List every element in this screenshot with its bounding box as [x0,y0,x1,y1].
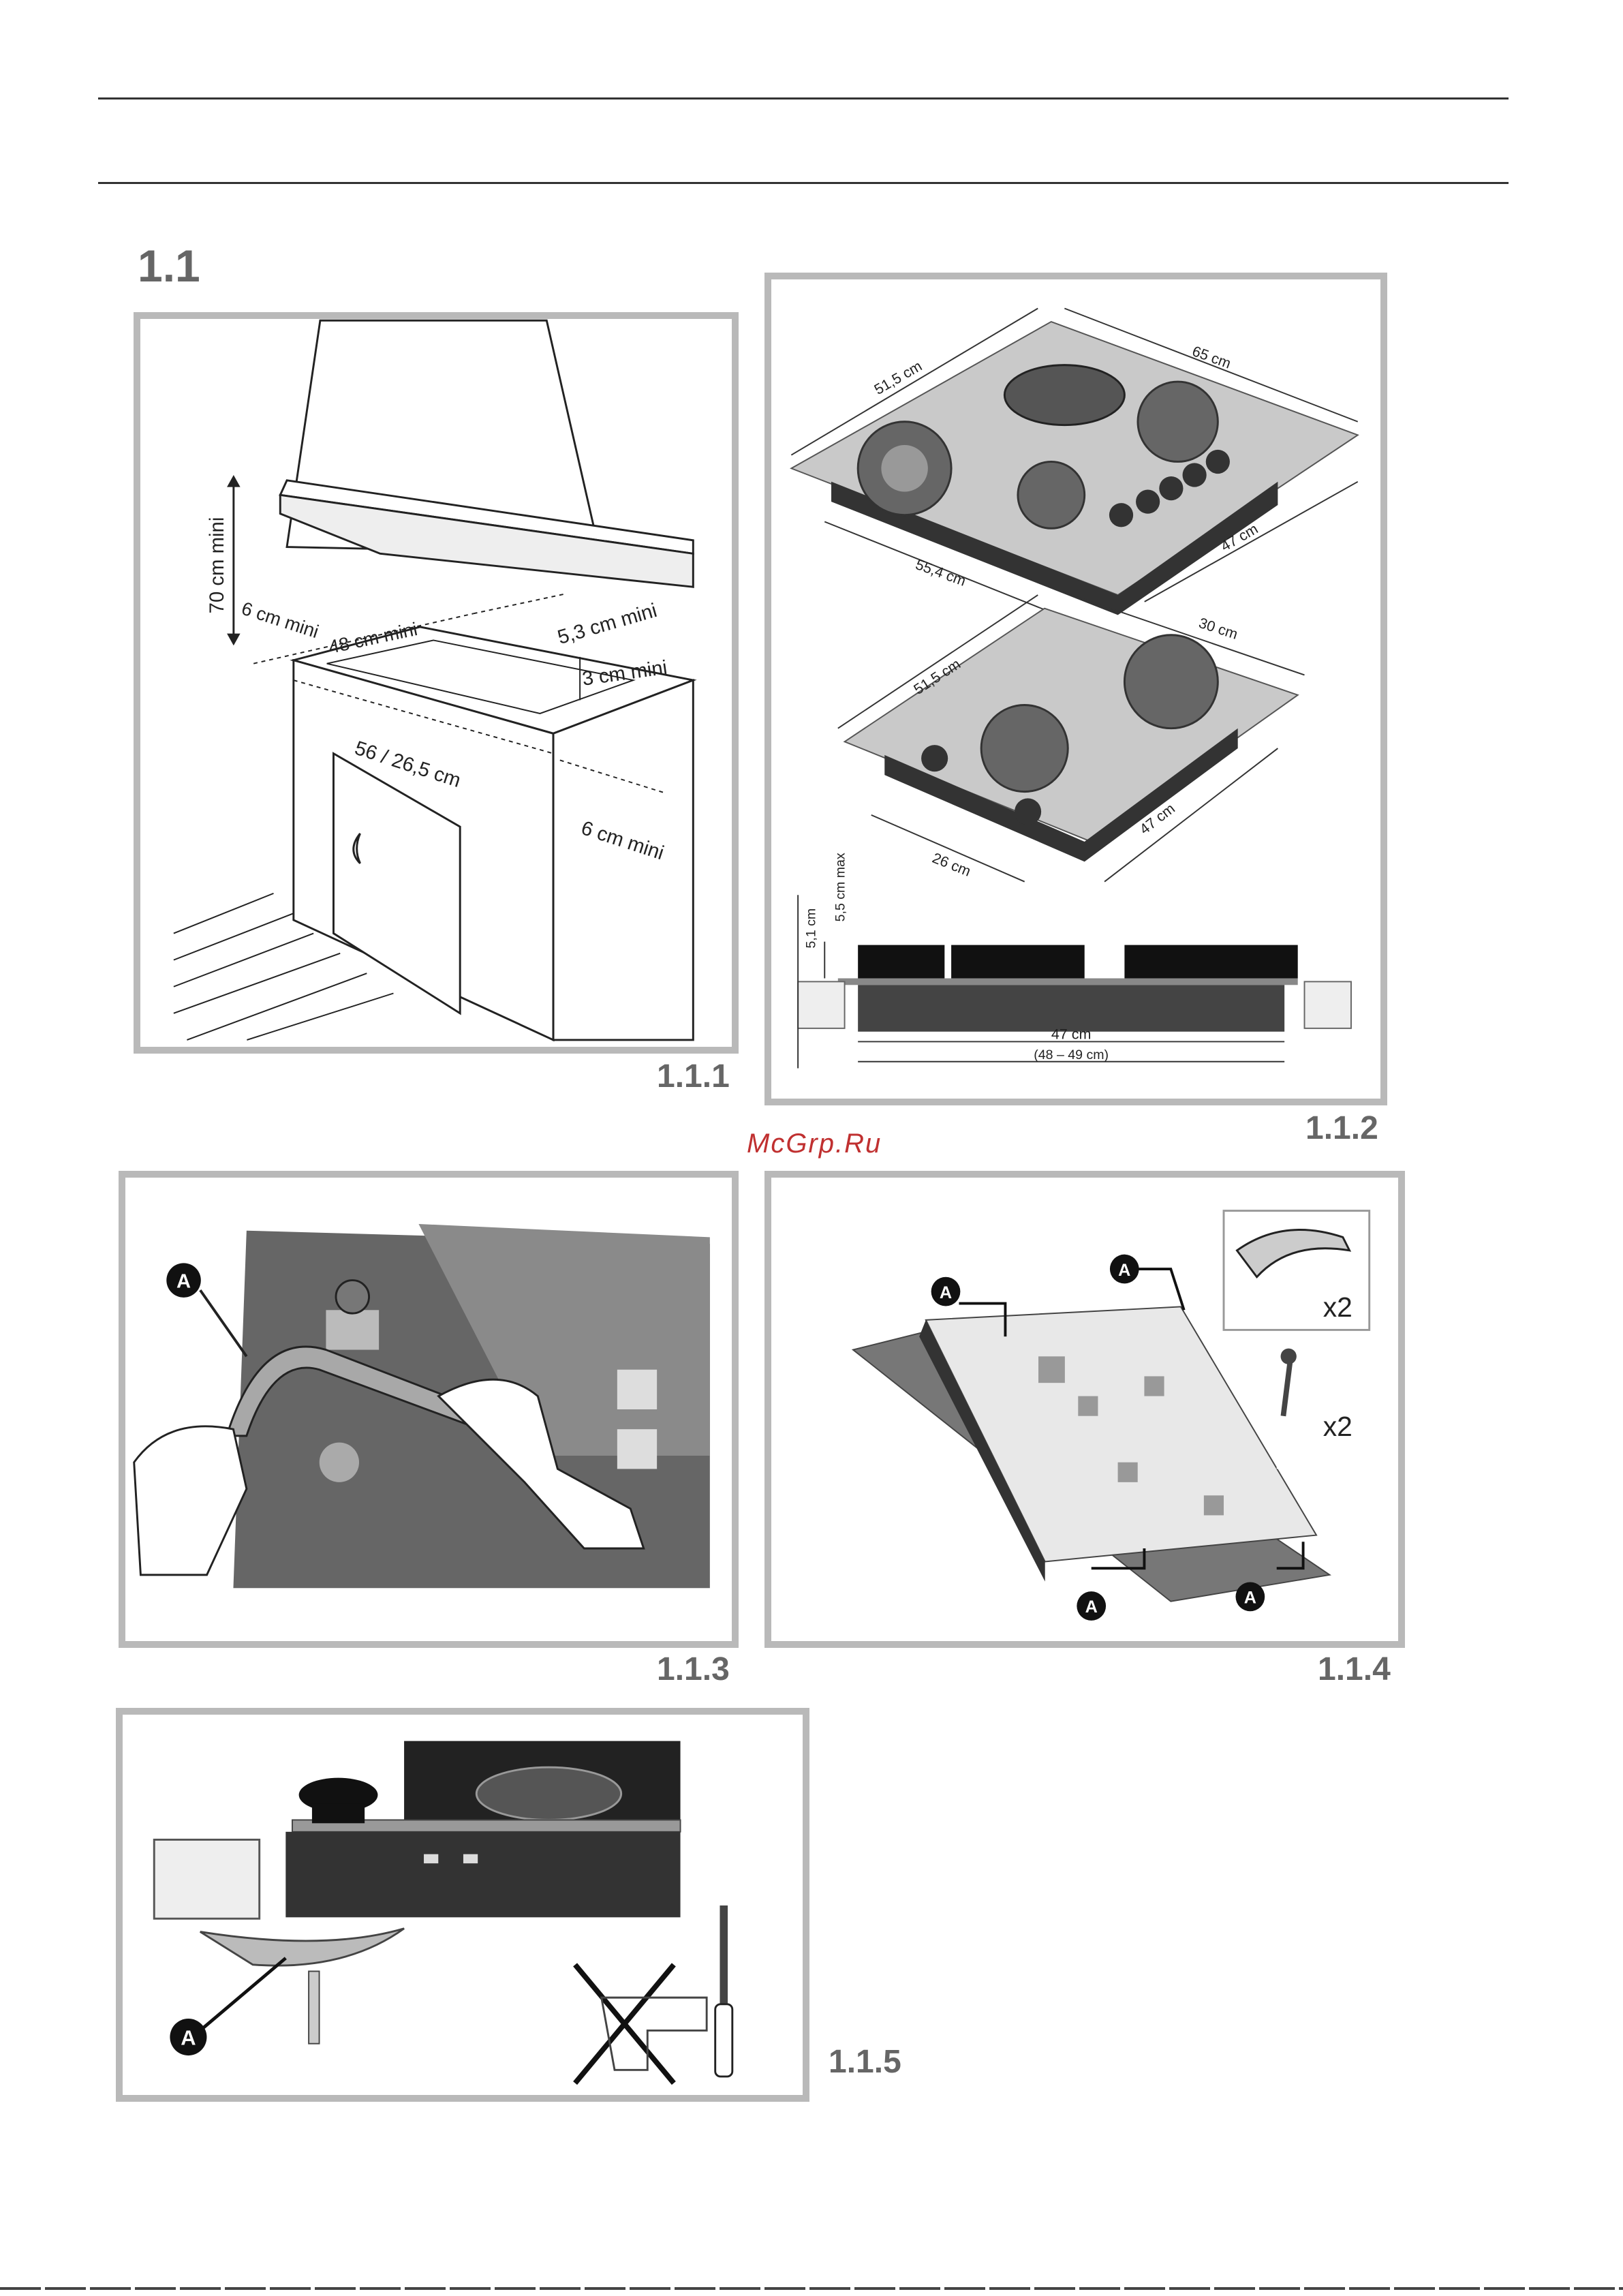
screw [309,1972,319,2044]
callout-a-4: A [1244,1589,1256,1608]
watermark: McGrp.Ru [747,1129,882,1159]
callout-a: A [176,1270,191,1292]
screw-icon [1281,1349,1297,1364]
dim-side-left: 6 cm mini [239,598,322,643]
callout-a: A [181,2026,196,2050]
dim-bottom-range: (48 – 49 cm) [1034,1047,1109,1062]
figure-1-1-5: A [116,1708,809,2102]
dim-top-cutout-w: 55,4 cm [914,556,968,590]
no-drill-icon [575,1965,674,2083]
callout-a-2: A [1118,1261,1130,1280]
figure-1-1-3: A [119,1171,739,1648]
dim-side-height: 5,1 cm [804,908,819,949]
hob-2-burner [845,609,1298,842]
header-rule-bottom [98,182,1509,184]
hob-underside-diagram: A A A A x2 x2 [771,1178,1398,1641]
dim-mid-cutout-w: 26 cm [930,850,973,880]
seal-application-diagram: A [125,1178,732,1641]
figure-label-1-1-3: 1.1.3 [657,1651,730,1688]
figure-label-1-1-4: 1.1.4 [1318,1651,1391,1688]
dim-top-width: 65 cm [1190,343,1233,372]
callout-a-3: A [1085,1597,1098,1617]
figure-1-1-1: 70 cm mini 6 cm mini 48 cm mini 5,3 cm m… [134,312,739,1054]
left-hand [134,1426,247,1575]
fixing-bracket [200,1929,404,1965]
cabinet-diagram: 70 cm mini 6 cm mini 48 cm mini 5,3 cm m… [140,319,732,1047]
figure-1-1-2: 51,5 cm 65 cm 55,4 cm 47 cm 51,5 cm 30 c… [764,273,1387,1105]
figure-label-1-1-2: 1.1.2 [1305,1109,1378,1147]
hob-dimensions-diagram: 51,5 cm 65 cm 55,4 cm 47 cm 51,5 cm 30 c… [771,279,1380,1099]
qty-clip: x2 [1323,1291,1352,1323]
figure-label-1-1-5: 1.1.5 [829,2043,901,2081]
dim-height: 70 cm mini [206,517,228,614]
section-title: 1.1 [138,240,200,292]
header-rule-top [98,97,1509,100]
bracket-fixing-diagram: A [123,1715,803,2095]
screwdriver-icon [715,1905,732,2077]
qty-screw: x2 [1323,1411,1352,1442]
hob-underside [926,1306,1316,1561]
dim-mid-width: 30 cm [1196,615,1239,643]
dim-bottom-width: 47 cm [1051,1026,1092,1043]
figure-1-1-4: A A A A x2 x2 [764,1171,1405,1648]
figure-label-1-1-1: 1.1.1 [657,1058,730,1095]
dim-side-max: 5,5 cm max [833,853,848,921]
dim-back: 5,3 cm mini [555,599,660,649]
callout-a-1: A [940,1283,952,1302]
bottom-dashed-rule [0,2287,1623,2290]
countertop-section [154,1839,259,1918]
